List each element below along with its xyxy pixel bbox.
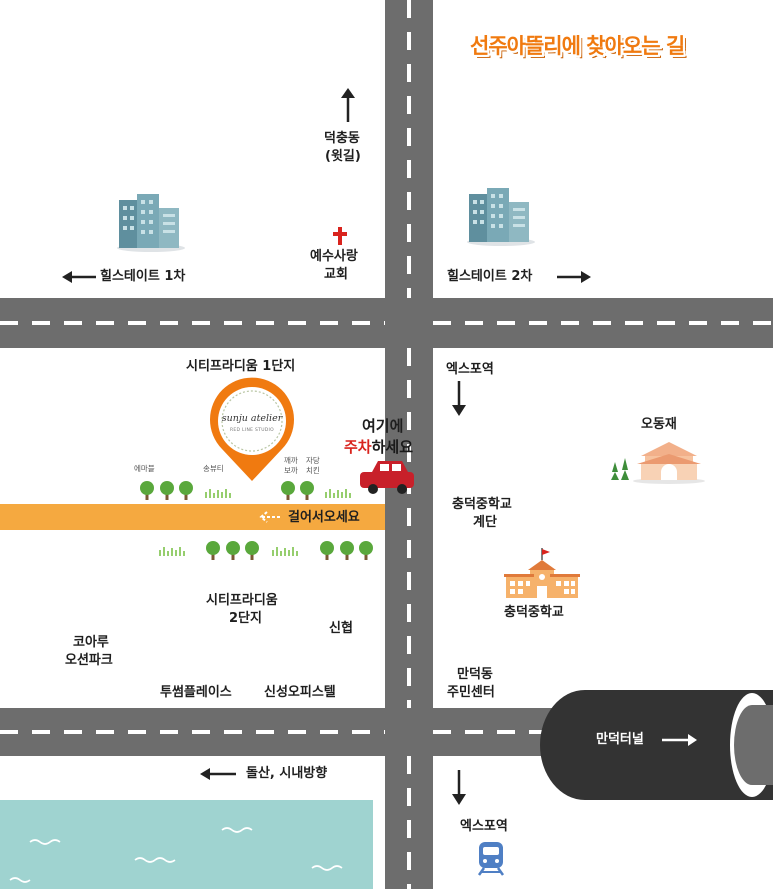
arrow-left-icon — [200, 768, 236, 780]
building-icon-hills1 — [117, 194, 185, 252]
wave-icon — [9, 827, 343, 883]
label-hills2: 힐스테이트 2차 — [447, 269, 533, 284]
map-pin-icon — [210, 377, 294, 481]
parking-label-2: 주차하세요 — [344, 438, 413, 456]
walkway — [0, 504, 385, 530]
walk-label: 걸어서오세요 — [288, 510, 360, 525]
school-icon — [504, 548, 580, 598]
shop-songbyuti: 송뷰티 — [203, 464, 224, 473]
page-title: 선주아뜰리에 찾아오는 길 — [470, 34, 685, 58]
label-school: 충덕중학교 — [504, 605, 564, 620]
arrow-right-icon — [557, 271, 591, 283]
label-north-1: 덕충동 — [324, 131, 360, 146]
label-mandeok-2: 주민센터 — [447, 685, 495, 700]
logo-text: sunju atelier — [221, 413, 283, 424]
arrow-down-icon — [452, 770, 466, 805]
river — [0, 800, 373, 889]
label-odongjae: 오동재 — [641, 417, 677, 432]
shop-ggaekkam-1: 깨까 — [284, 456, 298, 465]
label-city2-2: 2단지 — [229, 611, 262, 626]
building-icon-hills2 — [467, 188, 535, 246]
walk-arrow-left-icon — [259, 511, 280, 523]
shop-jadam-1: 자당 — [306, 456, 320, 465]
label-stairs-1: 충덕중학교 — [452, 497, 512, 512]
cross-icon — [333, 227, 347, 245]
label-stairs-2: 계단 — [473, 515, 497, 530]
label-korea-2: 오션파크 — [65, 653, 113, 668]
label-sinhyup: 신협 — [329, 621, 353, 636]
label-hills1: 힐스테이트 1차 — [100, 269, 186, 284]
shop-ggaekkam-2: 보까 — [284, 466, 298, 475]
label-twosome: 투썸플레이스 — [160, 685, 232, 700]
shop-jadam-2: 치킨 — [306, 466, 320, 475]
logo-subtext: RED LINE STUDIO — [229, 428, 275, 433]
label-korea-1: 코아루 — [73, 635, 109, 650]
tunnel-label: 만덕터널 — [596, 732, 644, 747]
label-xpo-top: 엑스포역 — [446, 362, 494, 377]
gate-icon — [611, 442, 705, 484]
parking-label-rest: 하세요 — [371, 438, 414, 456]
arrow-left-icon — [62, 271, 96, 283]
arrow-down-icon — [452, 381, 466, 416]
label-xpo-bottom: 엑스포역 — [460, 819, 508, 834]
parking-label-1: 여기에 — [362, 417, 404, 435]
label-dolsan: 돌산, 시내방향 — [246, 766, 328, 781]
label-shinsung: 신성오피스텔 — [264, 685, 336, 700]
car-icon — [360, 461, 414, 494]
arrow-up-icon — [341, 88, 355, 122]
train-icon — [477, 842, 505, 876]
arrow-right-icon — [662, 734, 697, 746]
label-church-1: 예수사랑 — [310, 249, 358, 264]
label-city2-1: 시티프라디움 — [206, 593, 278, 608]
parking-highlight: 주차 — [344, 438, 372, 456]
label-city1: 시티프라디움 1단지 — [186, 359, 296, 374]
label-north-2: (윗길) — [325, 149, 361, 164]
shop-emart: 에마블 — [134, 464, 155, 473]
label-church-2: 교회 — [324, 267, 348, 282]
label-mandeok-1: 만덕동 — [457, 667, 493, 682]
